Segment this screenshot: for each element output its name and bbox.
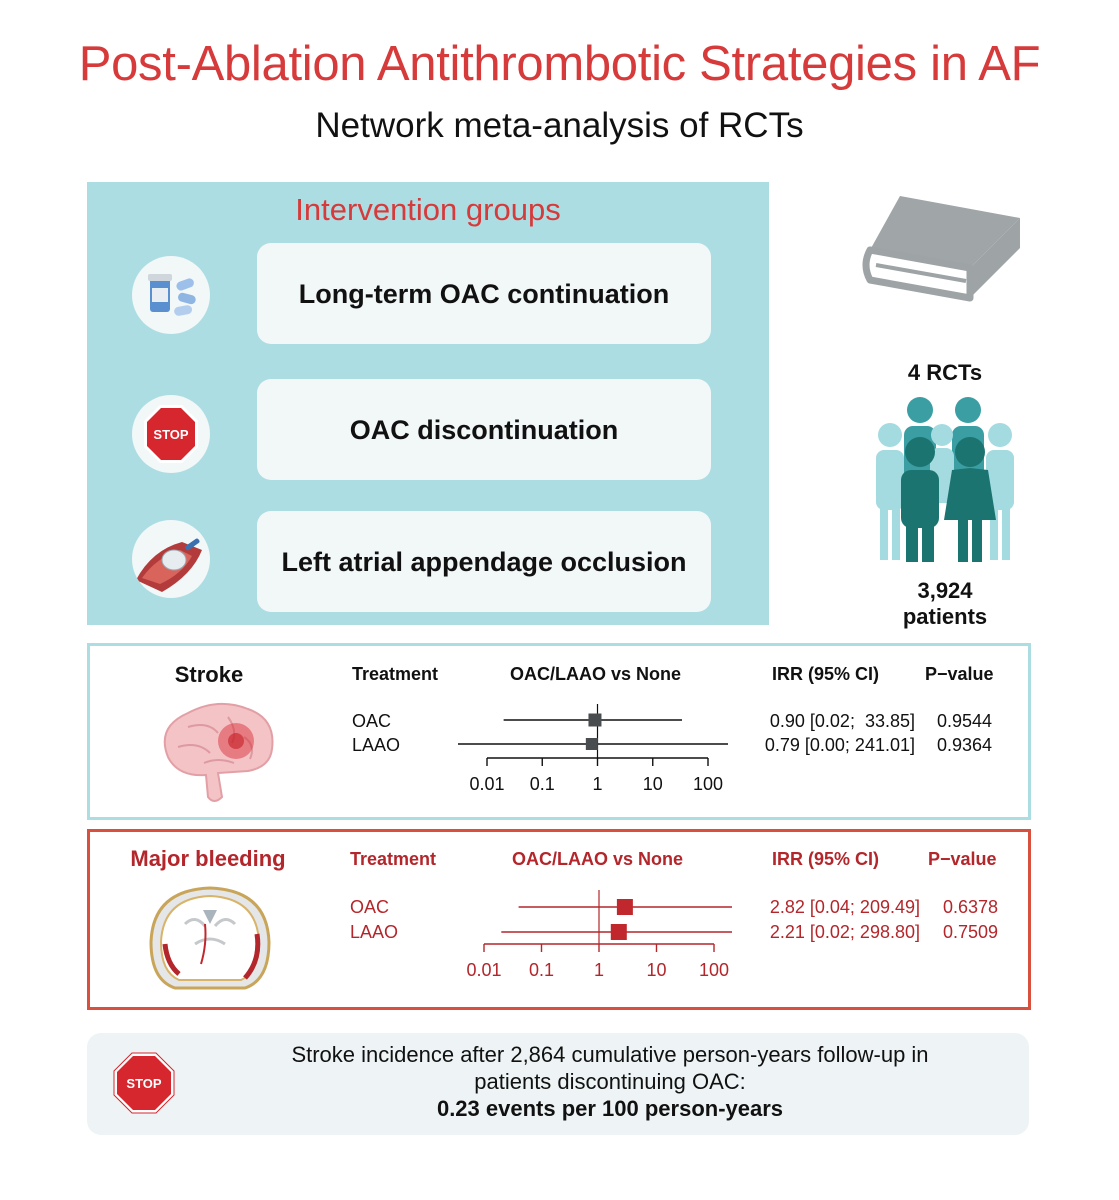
x-axis-tick-label: 1: [592, 774, 602, 794]
x-axis-tick-label: 1: [594, 960, 604, 980]
x-axis-tick-label: 0.1: [529, 960, 554, 980]
bleeding-row-pvalue: 0.7509: [943, 922, 999, 942]
point-estimate-marker: [616, 899, 633, 915]
summary-text: Stroke incidence after 2,864 cumulative …: [200, 1041, 1020, 1122]
bleeding-header-estimate: IRR (95% CI): [772, 849, 880, 869]
stop-sign-icon: STOP: [132, 395, 210, 473]
intervention-heading: Intervention groups: [295, 192, 561, 227]
stroke-outcome-label: Stroke: [174, 662, 244, 687]
page-subtitle: Network meta-analysis of RCTs: [315, 106, 804, 145]
x-axis-tick-label: 100: [699, 960, 729, 980]
summary-line-1: Stroke incidence after 2,864 cumulative …: [291, 1042, 929, 1067]
people-group-icon: [876, 397, 1014, 562]
bleeding-forest-plot: 0.01 0.1 1 10 100: [466, 890, 732, 980]
stroke-header-pvalue: P−value: [925, 664, 994, 684]
stroke-row-treatment: LAAO: [352, 735, 401, 755]
bleeding-row-pvalue: 0.6378: [943, 897, 999, 917]
bleeding-row-treatment: OAC: [350, 897, 390, 917]
page-title: Post-Ablation Antithrombotic Strategies …: [78, 37, 1041, 91]
intervention-oac-discontinuation: OAC discontinuation: [257, 379, 711, 480]
x-axis-tick-label: 100: [693, 774, 723, 794]
x-axis-tick-label: 0.1: [530, 774, 555, 794]
point-estimate-marker: [588, 713, 602, 727]
book-icon: [862, 196, 1020, 302]
summary-line-2: patients discontinuing OAC:: [474, 1069, 746, 1094]
brain-icon: [163, 702, 274, 802]
stroke-header-estimate: IRR (95% CI): [772, 664, 880, 684]
point-estimate-marker: [610, 924, 627, 940]
bleeding-header-comparison: OAC/LAAO vs None: [512, 849, 684, 869]
stroke-row-pvalue: 0.9544: [937, 711, 993, 731]
x-axis-tick-label: 0.01: [469, 774, 504, 794]
patient-number: 3,924: [917, 578, 973, 603]
summary-panel: [87, 1033, 1029, 1135]
intervention-laao: Left atrial appendage occlusion: [257, 511, 711, 612]
stroke-header-treatment: Treatment: [352, 664, 439, 684]
point-estimate-marker: [585, 738, 598, 750]
bleeding-header-pvalue: P−value: [928, 849, 997, 869]
bleeding-forest-box: [87, 829, 1031, 1010]
x-axis-tick-label: 10: [646, 960, 666, 980]
stroke-forest-plot: 0.01 0.1 1 10 100: [458, 704, 728, 794]
rct-count: 4 RCTs: [907, 360, 983, 385]
stop-sign-icon: STOP: [113, 1052, 175, 1114]
head-bleeding-icon: [149, 886, 271, 990]
stroke-row-estimate: 0.79 [0.00; 241.01]: [764, 735, 915, 755]
stroke-header-comparison: OAC/LAAO vs None: [510, 664, 682, 684]
x-axis-tick-label: 0.01: [466, 960, 501, 980]
laao-device-icon: [132, 520, 210, 598]
bleeding-header-treatment: Treatment: [350, 849, 437, 869]
summary-line-3: 0.23 events per 100 person-years: [436, 1096, 784, 1121]
x-axis-tick-label: 10: [643, 774, 663, 794]
svg-text:STOP: STOP: [126, 1076, 161, 1091]
stroke-row-treatment: OAC: [352, 711, 392, 731]
intervention-oac-continuation: Long-term OAC continuation: [257, 243, 711, 344]
patient-count: 3,924 patients: [860, 578, 1030, 630]
bleeding-outcome-label: Major bleeding: [130, 846, 286, 871]
svg-text:STOP: STOP: [153, 427, 188, 442]
pill-bottle-icon: [132, 256, 210, 334]
stroke-forest-box: [87, 643, 1031, 820]
stroke-row-estimate: 0.90 [0.02; 33.85]: [769, 711, 915, 731]
bleeding-row-estimate: 2.82 [0.04; 209.49]: [769, 897, 920, 917]
bleeding-row-estimate: 2.21 [0.02; 298.80]: [769, 922, 920, 942]
stroke-row-pvalue: 0.9364: [937, 735, 993, 755]
patient-label: patients: [902, 604, 988, 629]
bleeding-row-treatment: LAAO: [350, 922, 399, 942]
